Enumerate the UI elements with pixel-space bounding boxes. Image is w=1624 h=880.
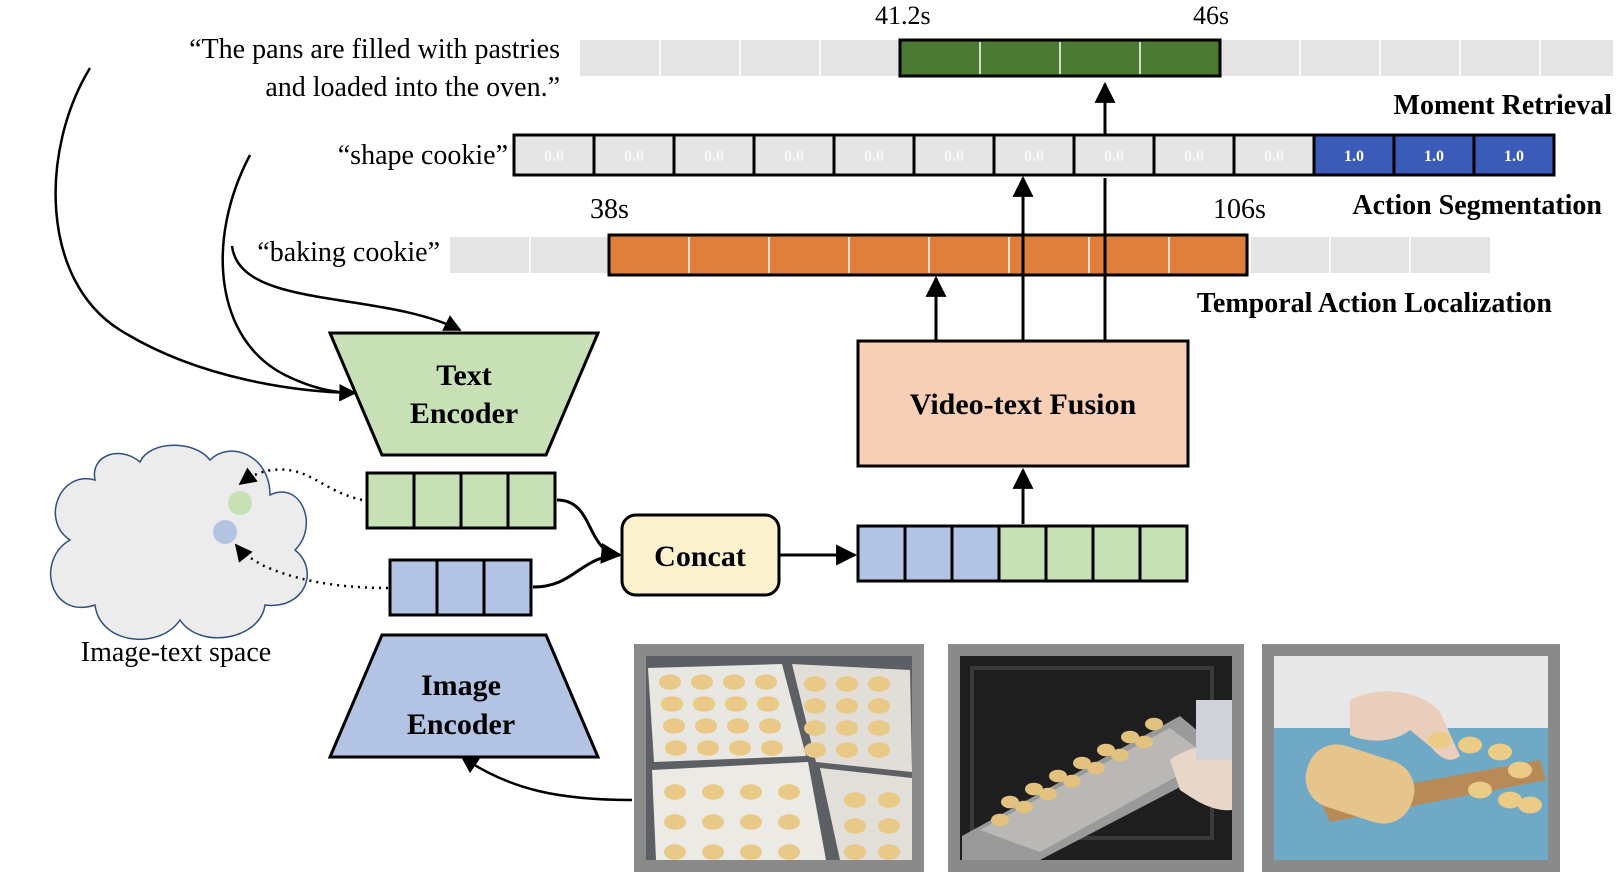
feature-token: [997, 524, 1048, 583]
segmentation-score: 0.0: [1264, 148, 1284, 165]
oven-loading-frame: [948, 644, 1244, 872]
localization-start-time: 38s: [590, 194, 629, 225]
localization-query: “baking cookie”: [257, 237, 440, 268]
segmentation-score: 0.0: [704, 148, 724, 165]
video-frames: [634, 644, 1560, 872]
text-embedding-point: [228, 491, 252, 515]
segmentation-score: 1.0: [1344, 148, 1364, 165]
localization-highlight-segment: [607, 233, 1249, 277]
segmentation-cell: [1392, 133, 1476, 177]
concat-label: Concat: [654, 540, 746, 573]
image-text-space-label: Image-text space: [81, 637, 271, 668]
segmentation-query: “shape cookie”: [338, 140, 508, 171]
image-encoder-label-1: Image: [421, 669, 501, 702]
concat-input-arrows: [532, 498, 858, 589]
text-feature-tokens: [365, 471, 557, 530]
frames-to-encoder-arrow: [460, 755, 633, 802]
text-encoder: Text Encoder: [327, 331, 601, 457]
feature-token: [950, 524, 1001, 583]
image-encoder-label-2: Encoder: [407, 708, 515, 741]
feature-token: [459, 471, 510, 530]
segmentation-score: 0.0: [1184, 148, 1204, 165]
cookie-trays-frame: [634, 644, 924, 872]
segmentation-score: 0.0: [1104, 148, 1124, 165]
feature-token: [435, 558, 486, 617]
segmentation-cell: [512, 133, 596, 177]
moment-retrieval-track: [580, 38, 1613, 78]
segmentation-score: 0.0: [864, 148, 884, 165]
video-text-fusion-block: Video-text Fusion: [856, 339, 1190, 468]
shaping-dough-frame: [1262, 644, 1560, 872]
image-text-space-cloud: [49, 444, 308, 641]
text-encoder-label-1: Text: [436, 359, 492, 392]
localization-end-time: 106s: [1213, 194, 1266, 225]
feature-token: [1044, 524, 1095, 583]
feature-token: [1091, 524, 1142, 583]
temporal-localization-label: Temporal Action Localization: [1197, 288, 1553, 319]
feature-token: [482, 558, 533, 617]
embedding-mapping-arrows: [234, 467, 389, 590]
moment-end-time: 46s: [1193, 1, 1229, 30]
task-output-arrows: [925, 81, 1116, 340]
segmentation-score: 0.0: [624, 148, 644, 165]
feature-token: [856, 524, 907, 583]
segmentation-cell: [672, 133, 756, 177]
moment-retrieval-label: Moment Retrieval: [1394, 90, 1613, 121]
image-encoder: Image Encoder: [327, 633, 601, 759]
query-to-encoder-arrows: [54, 67, 462, 402]
feature-token: [506, 471, 557, 530]
segmentation-score: 0.0: [544, 148, 564, 165]
moment-query-line-2: and loaded into the oven.”: [265, 72, 560, 103]
image-embedding-point: [213, 520, 237, 544]
segmentation-score: 0.0: [944, 148, 964, 165]
concat-block: Concat: [620, 513, 781, 597]
segmentation-cell: [1472, 133, 1556, 177]
feature-token: [365, 471, 416, 530]
concatenated-feature-tokens: [856, 524, 1189, 583]
feature-token: [1138, 524, 1189, 583]
image-feature-tokens: [388, 558, 533, 617]
segmentation-score: 0.0: [784, 148, 804, 165]
text-encoder-label-2: Encoder: [410, 397, 518, 430]
temporal-localization-track: [450, 233, 1490, 277]
feature-token: [388, 558, 439, 617]
feature-token: [903, 524, 954, 583]
moment-start-time: 41.2s: [875, 1, 931, 30]
segmentation-score: 1.0: [1424, 148, 1444, 165]
action-segmentation-label: Action Segmentation: [1352, 190, 1602, 221]
feature-token: [412, 471, 463, 530]
moment-query-line-1: “The pans are filled with pastries: [189, 34, 560, 65]
fusion-label: Video-text Fusion: [910, 388, 1137, 421]
segmentation-score: 0.0: [1024, 148, 1044, 165]
action-segmentation-track: 0.0 0.0 0.0 0.0 0.0 0.0 0.0 0.0 0.0 0.0 1.0 1.0 1.0: [512, 133, 1556, 177]
segmentation-score: 1.0: [1504, 148, 1524, 165]
